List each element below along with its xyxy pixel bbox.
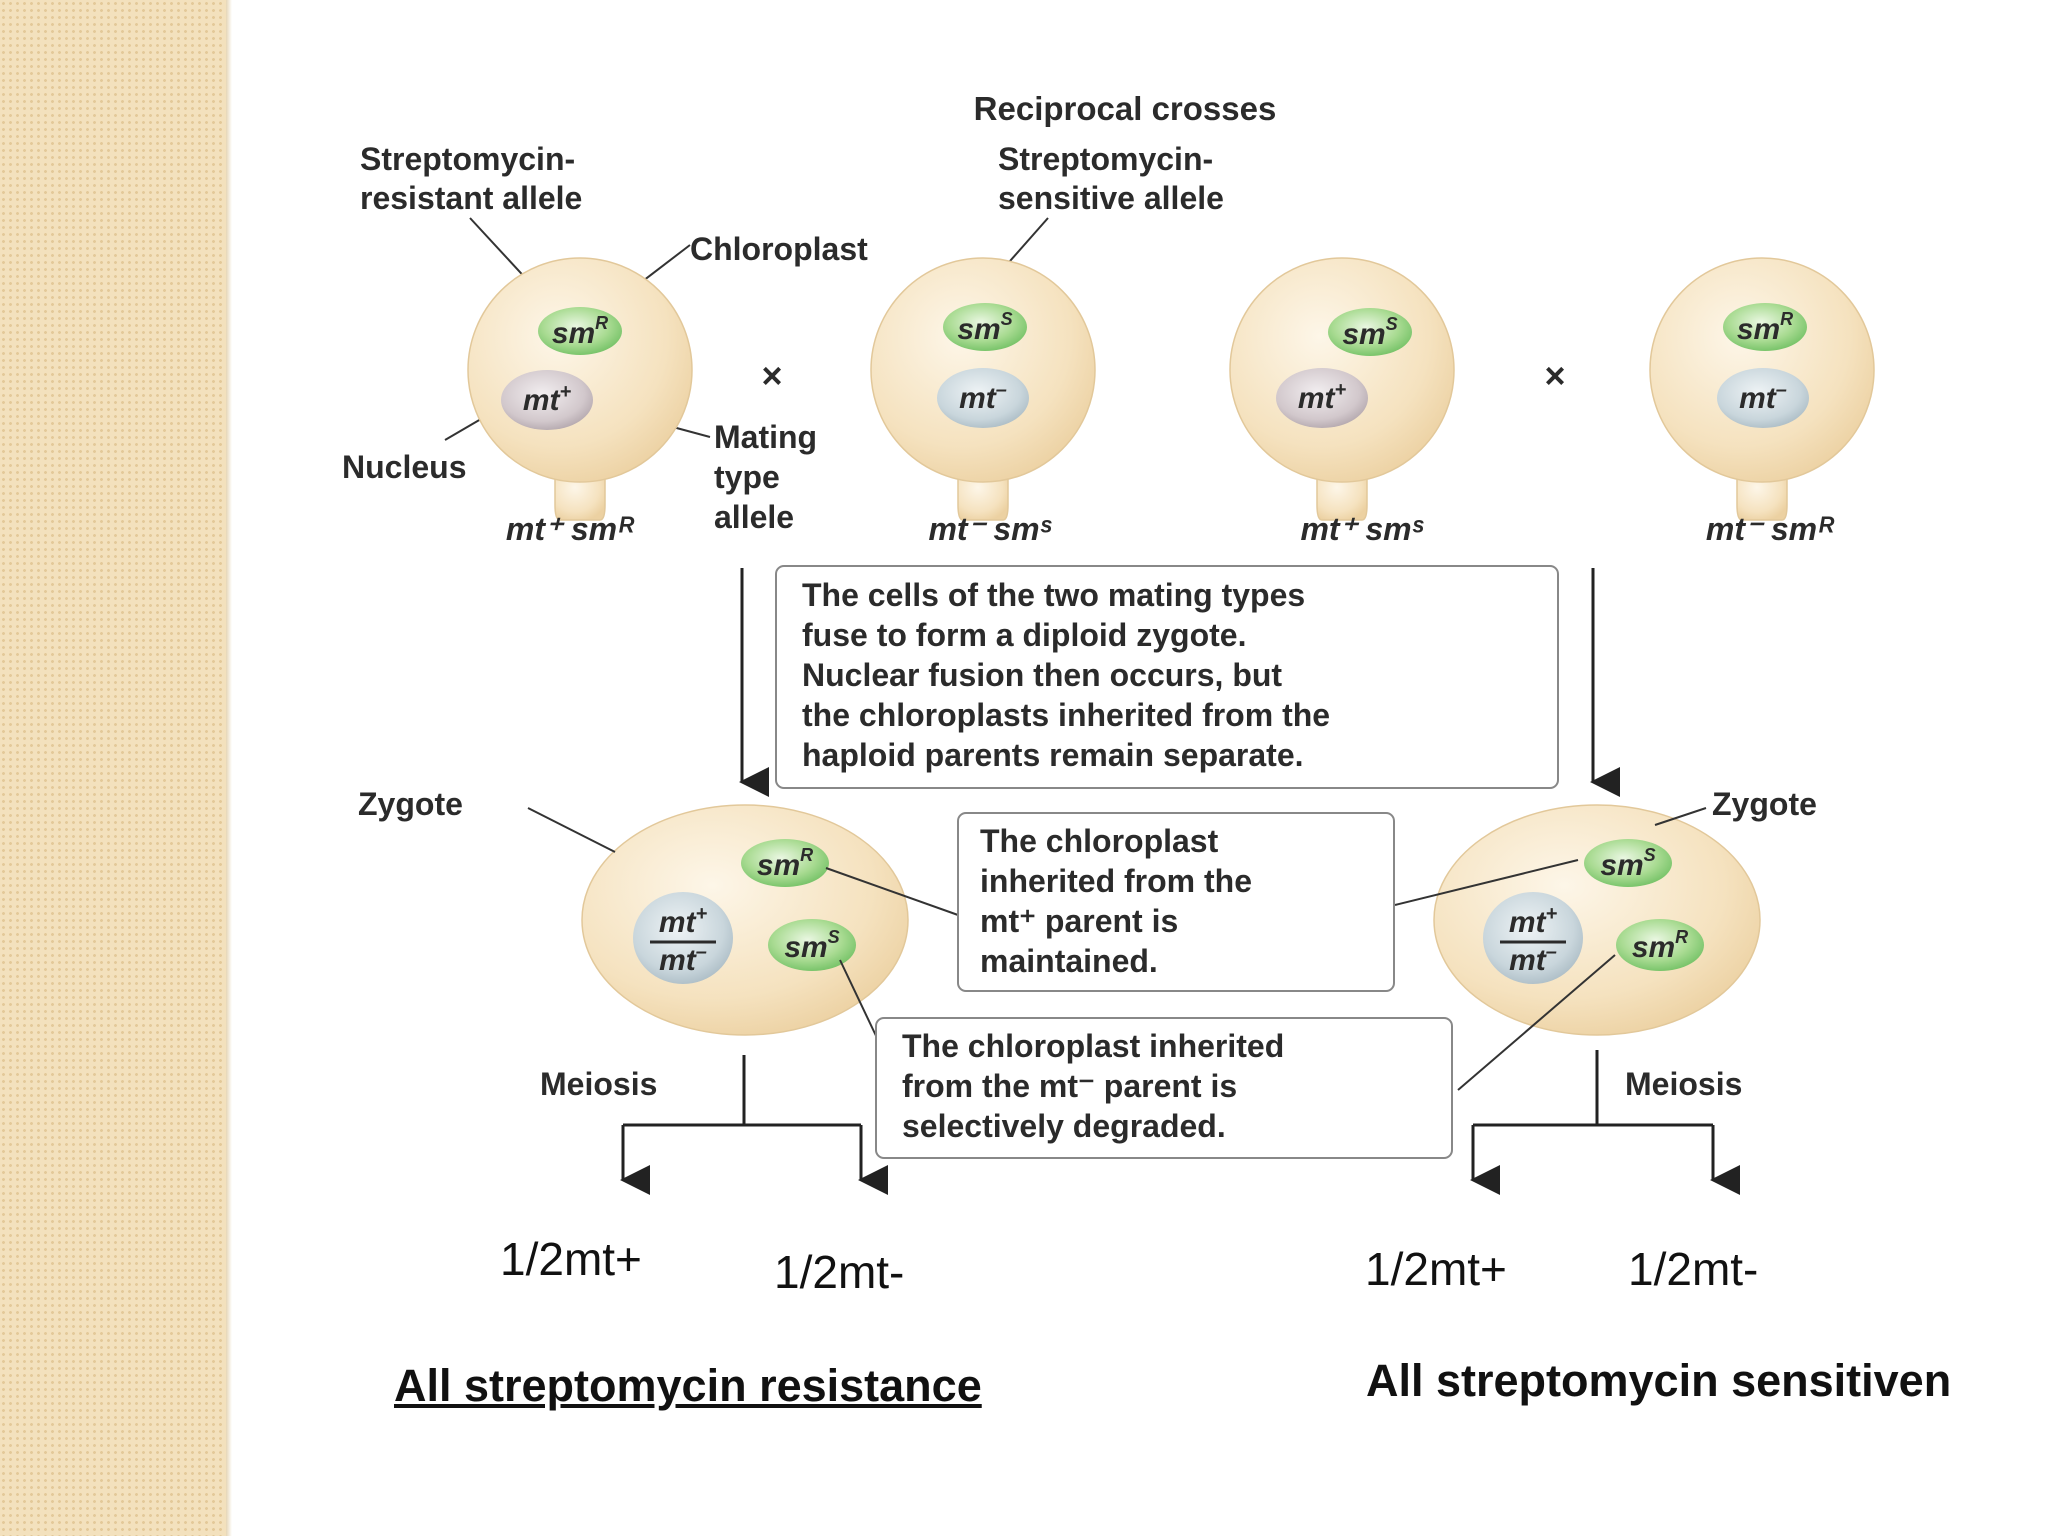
degraded-box (875, 1017, 1453, 1159)
meiosis-arrows-left (620, 1055, 888, 1195)
meiosis-label-left: Meiosis (540, 1066, 657, 1102)
svg-text:mt+: mt+ (523, 381, 572, 417)
degraded-box-text: The chloroplast inherited from the mt⁻ p… (902, 1028, 1293, 1144)
diagram-title: Reciprocal crosses (974, 90, 1277, 127)
parent-cell-3: smS mt+ (1229, 257, 1455, 521)
parent-genotype-4: mt⁻ smᴿ (1706, 511, 1835, 547)
right-conclusion: All streptomycin sensitiven (1366, 1355, 1952, 1406)
parent-cell-2: smS mt– (870, 257, 1096, 521)
decorative-sidebar (0, 0, 226, 1536)
right-result-mt-minus: 1/2mt- (1628, 1243, 1759, 1295)
zygote-label-right: Zygote (1712, 786, 1817, 822)
maintained-box (957, 812, 1395, 992)
maintained-box-text: The chloroplast inherited from the mt⁺ p… (980, 823, 1261, 979)
parent-genotype-2: mt⁻ smˢ (928, 511, 1052, 547)
parent-genotype-3: mt⁺ smˢ (1300, 511, 1424, 547)
right-result-mt-plus: 1/2mt+ (1365, 1243, 1507, 1295)
meiosis-label-right: Meiosis (1625, 1066, 1742, 1102)
resistant-allele-label: Streptomycin- resistant allele (360, 141, 584, 216)
meiosis-arrows-right (1470, 1050, 1740, 1195)
left-result-mt-plus: 1/2mt+ (500, 1233, 642, 1285)
cross-symbol-2: × (1544, 355, 1565, 396)
chloroplast-label: Chloroplast (690, 231, 868, 267)
left-conclusion: All streptomycin resistance (394, 1360, 982, 1411)
zygote-cell-right: smS mt+ mt– smR (1433, 804, 1761, 1036)
leader-lines-zygote (527, 807, 1707, 1091)
fusion-box-text: The cells of the two mating types fuse t… (802, 577, 1339, 773)
parent-genotype-1: mt⁺ smᴿ (506, 511, 635, 547)
zygote-cell-left: smR mt+ mt– smS (581, 804, 909, 1036)
nucleus-label: Nucleus (342, 449, 466, 485)
zygote-label-left: Zygote (358, 786, 463, 822)
sidebar-edge (226, 0, 232, 1536)
parent-cell-4: smR mt– (1649, 257, 1875, 521)
left-result-mt-minus: 1/2mt- (774, 1246, 905, 1298)
mating-type-allele-label: Mating type allele (714, 419, 826, 535)
cross-symbol-1: × (761, 355, 782, 396)
parent-cell-1: smR mt+ (467, 257, 693, 521)
sensitive-allele-label: Streptomycin- sensitive allele (998, 141, 1224, 216)
fusion-box (775, 565, 1559, 789)
